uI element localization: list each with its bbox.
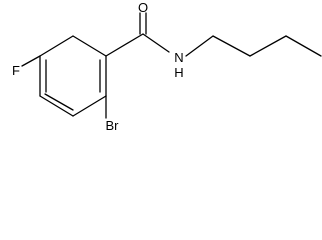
ring-bond-c5-c6 (39, 35, 74, 57)
ring-inner-double-bond (44, 93, 74, 111)
bond-butyl-chain-2 (212, 35, 251, 57)
bond-carbonyl-to-nitrogen (142, 33, 170, 53)
bond-ring-to-fluorine (21, 55, 41, 67)
ring-bond-c3-c4 (39, 95, 74, 117)
ring-bond-c6-c1 (72, 35, 107, 57)
bond-ring-to-carbonyl (105, 33, 144, 57)
bond-butyl-chain-3 (249, 35, 287, 57)
bromine-label: Br (106, 118, 120, 133)
bond-butyl-chain-4 (285, 35, 322, 57)
fluorine-label: F (12, 63, 20, 78)
atom-label-line: N (174, 50, 183, 65)
oxygen-label: O (138, 0, 148, 15)
atom-label-line: H (174, 65, 183, 80)
bond-nitrogen-to-chain (185, 35, 214, 57)
benzene-ring (39, 35, 107, 117)
ring-bond-c2-c3 (72, 95, 107, 117)
